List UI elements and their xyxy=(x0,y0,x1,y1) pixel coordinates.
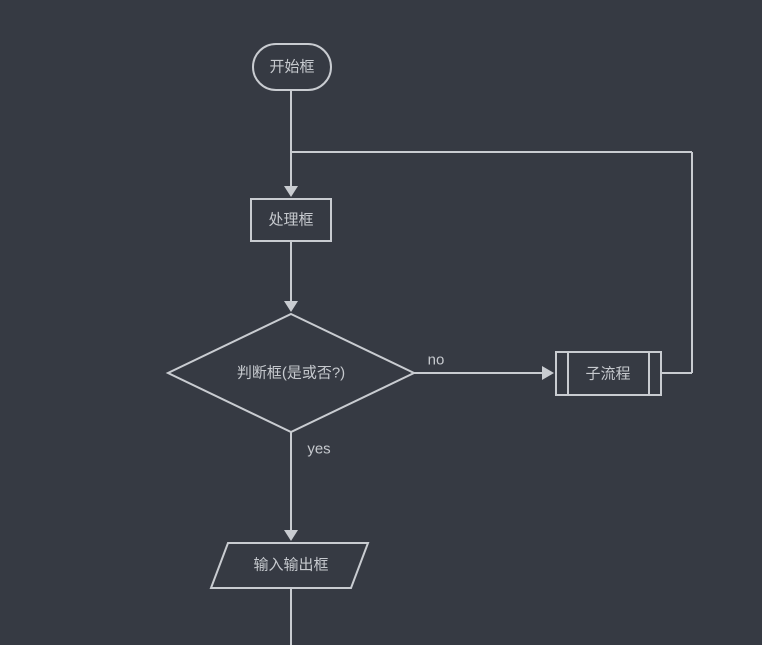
arrowhead-into-process xyxy=(284,186,298,197)
subprocess-node[interactable] xyxy=(555,351,662,396)
arrowhead-into-subprocess xyxy=(542,366,554,380)
io-node-label: 输入输出框 xyxy=(253,556,329,574)
edge-label-no: no xyxy=(427,351,445,369)
start-node-label: 开始框 xyxy=(269,58,315,76)
subprocess-outer-rect[interactable] xyxy=(555,351,662,396)
arrowhead-into-decision xyxy=(284,301,298,312)
subprocess-node-label: 子流程 xyxy=(585,365,631,383)
io-node[interactable] xyxy=(209,542,370,589)
arrowhead-into-io xyxy=(284,530,298,541)
decision-node-label: 判断框(是或否?) xyxy=(236,364,346,382)
process-node[interactable] xyxy=(250,198,332,242)
process-node-label: 处理框 xyxy=(268,211,314,229)
decision-node[interactable] xyxy=(165,312,417,434)
start-node[interactable] xyxy=(252,43,332,91)
edge-label-yes: yes xyxy=(307,440,331,458)
